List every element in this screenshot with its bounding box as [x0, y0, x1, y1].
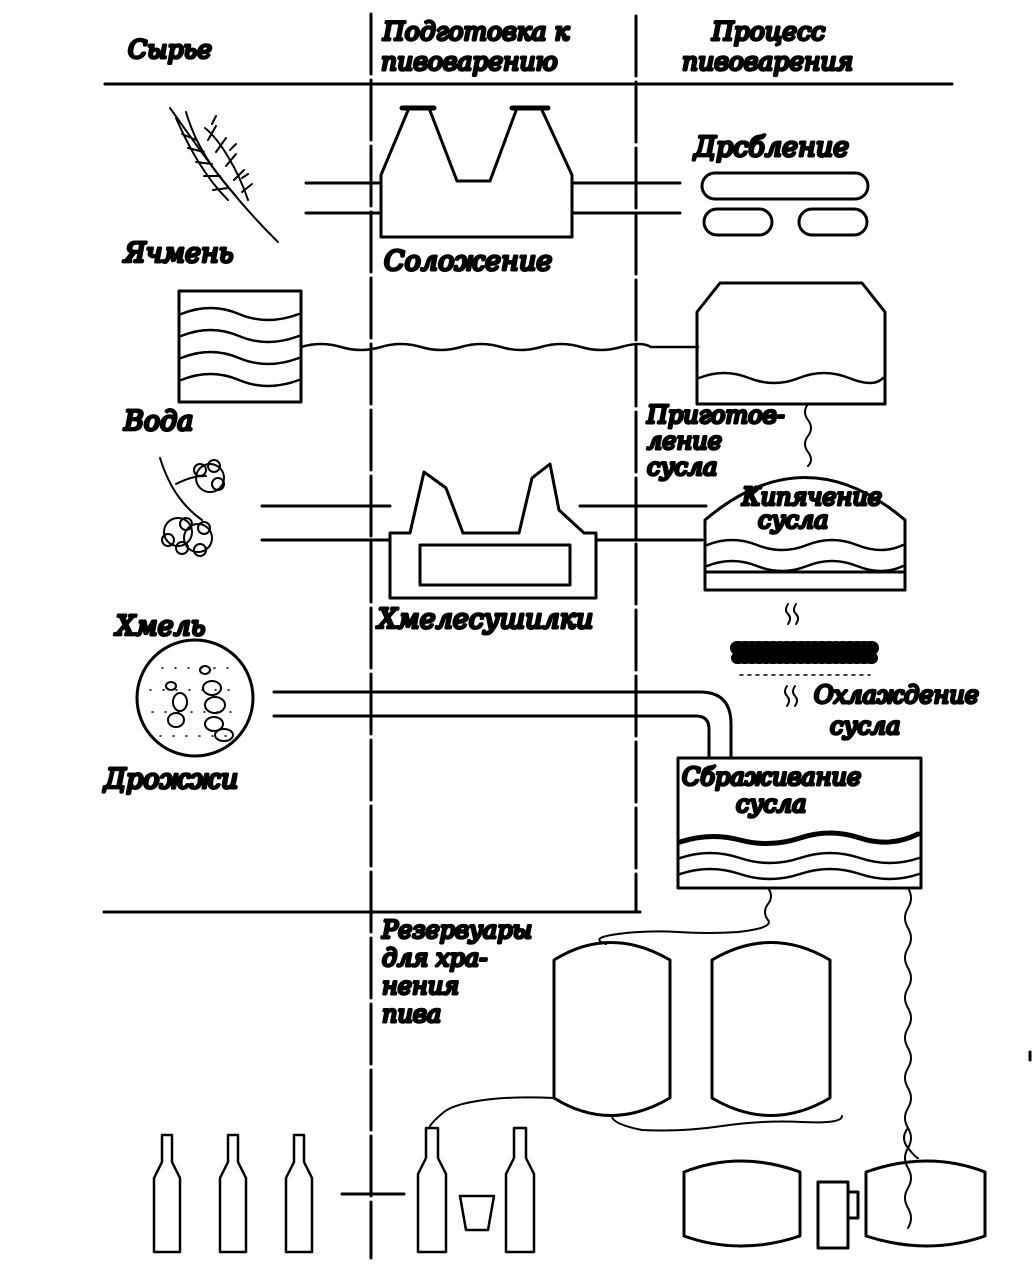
barrels-mug-icon: [682, 1159, 987, 1250]
label-wort-prep-2: ление: [647, 427, 722, 455]
hop-dryer-icon: [388, 462, 598, 600]
water-tank-icon: [177, 289, 303, 404]
label-malting: Соложение: [384, 246, 552, 277]
header-process-line1: Процесс: [711, 17, 825, 46]
label-storage-1: Резервуары: [381, 916, 532, 944]
label-yeast: Дрожжи: [103, 764, 238, 795]
mash-tun-icon: [695, 281, 887, 406]
label-boiling-2: сусла: [758, 506, 828, 534]
bottles-glass-icon: [416, 1126, 536, 1254]
storage-tank-1-icon: [552, 941, 672, 1117]
label-water: Вода: [123, 406, 193, 437]
label-fermentation-1: Сбраживание: [682, 763, 861, 791]
label-storage-4: пива: [382, 1000, 441, 1028]
header-prep-line1: Подготовка к: [382, 17, 569, 46]
header-process-line2: пивоварения: [682, 47, 853, 76]
label-cooling-1: Охлаждение: [814, 681, 979, 709]
crushing-rollers-icon: [700, 171, 870, 237]
pipe-mash-boil: [804, 403, 812, 467]
label-boiling-1: Кипячение: [741, 483, 882, 511]
yeast-icon: [135, 638, 255, 758]
pipe-fermenter-storage: [429, 887, 919, 1229]
label-storage-3: нения: [382, 972, 459, 1000]
label-wort-prep-1: Приготов-: [646, 401, 785, 429]
label-cooling-2: сусла: [830, 712, 900, 740]
fermenter-icon: [676, 756, 923, 890]
storage-tank-2-icon: [710, 941, 832, 1117]
label-hop-dryers: Хмелесушилки: [376, 604, 593, 635]
header-raw: Сырье: [128, 35, 212, 64]
label-fermentation-2: сусла: [736, 790, 806, 818]
label-wort-prep-3: сусла: [647, 453, 717, 481]
pipe-yeast-fermenter: [272, 690, 733, 760]
bottles-left-icon: [152, 1133, 314, 1254]
label-hops: Хмель: [114, 611, 205, 642]
label-barley: Ячмень: [123, 238, 233, 269]
label-crushing: Дрсбление: [693, 132, 849, 163]
hops-icon: [159, 457, 225, 557]
pipe-water-mash: [299, 342, 700, 352]
label-storage-2: для хра-: [382, 944, 487, 972]
malting-house-icon: [379, 105, 574, 239]
wort-cooler-icon: [730, 603, 879, 707]
boiling-kettle-icon: [703, 476, 907, 592]
barley-icon: [169, 107, 279, 243]
header-prep-line2: пивоварению: [381, 47, 558, 76]
